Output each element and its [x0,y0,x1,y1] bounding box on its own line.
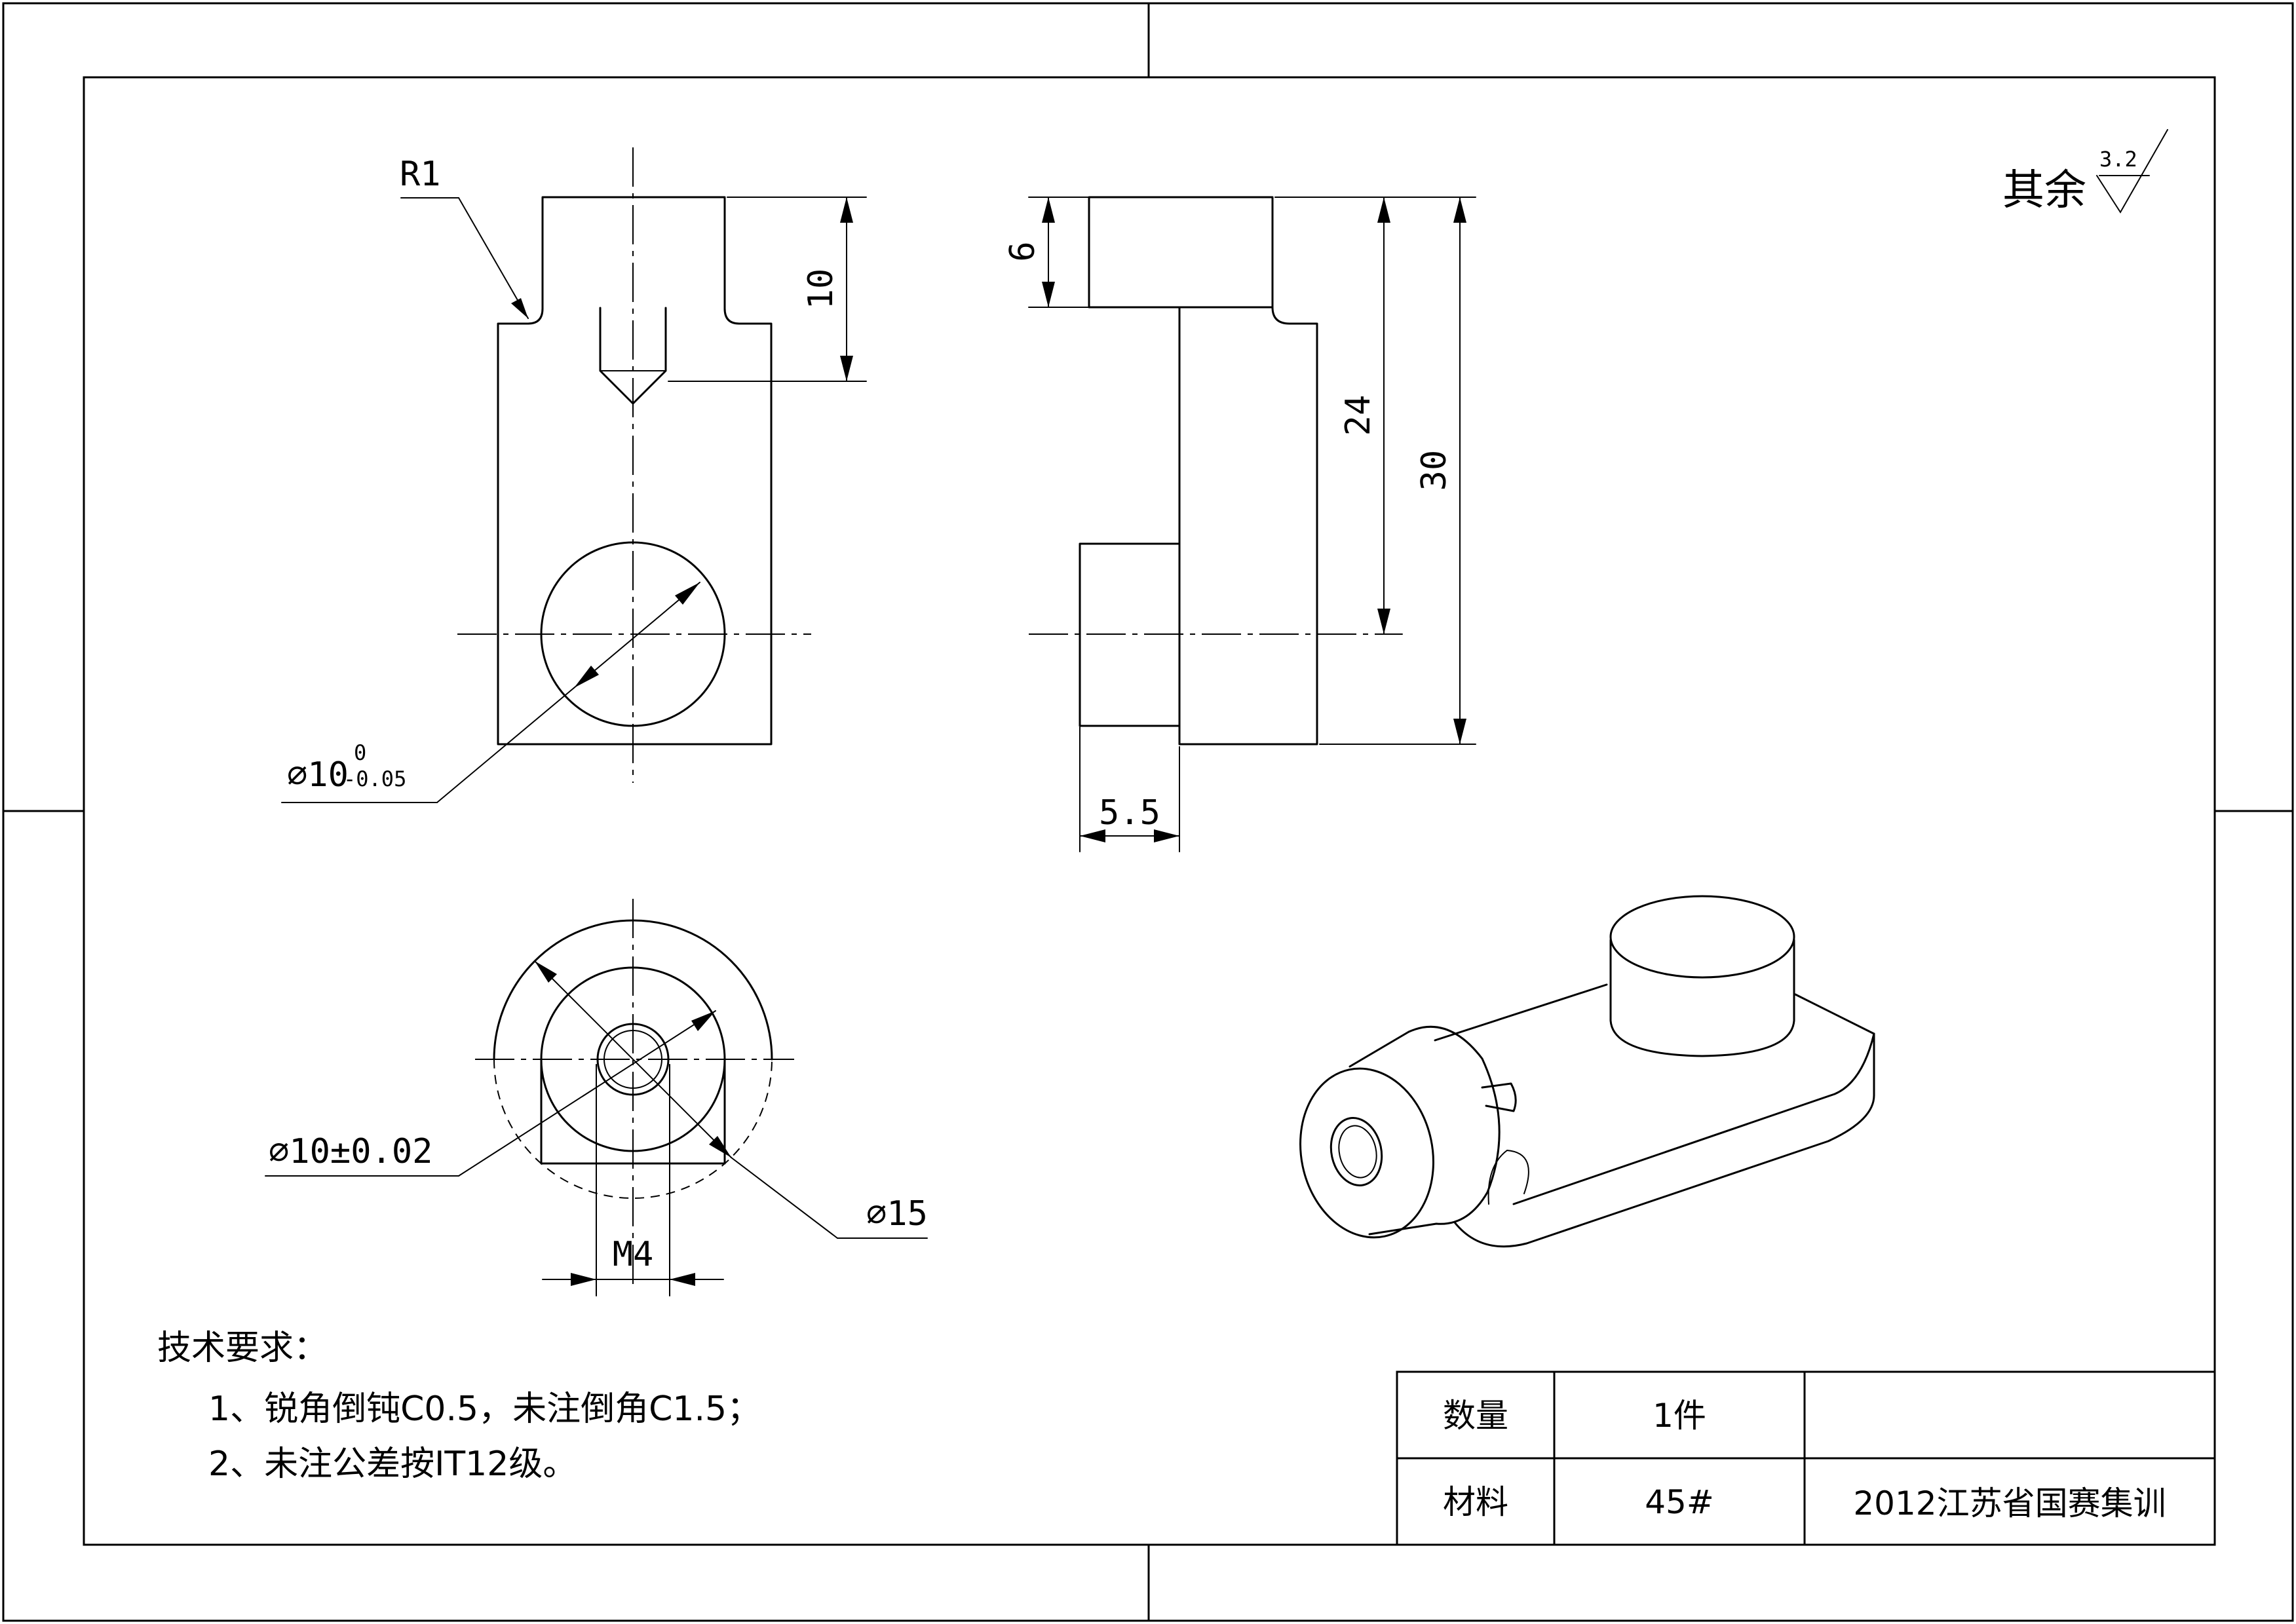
surface-finish-label: 其余 [2002,166,2086,215]
material-value: 45# [1645,1483,1714,1521]
top-view [265,899,928,1296]
dim-height-24: 24 [1339,395,1378,436]
side-view [1028,196,1476,852]
qty-label: 数量 [1443,1397,1508,1435]
front-view [281,147,867,803]
dim-outer-diameter: ⌀15 [866,1194,928,1234]
dim-bore-tol-upper: 0 [354,740,366,765]
tech-title: 技术要求： [157,1329,328,1368]
dim-bore-tol-lower: -0.05 [343,766,406,791]
material-label: 材料 [1443,1483,1508,1521]
surface-finish-value: 3.2 [2099,147,2137,172]
tech-requirements: 技术要求： 1、锐角倒钝C0.5，未注倒角C1.5； 2、未注公差按IT12级。 [157,1329,761,1484]
dim-thread: M4 [613,1235,654,1274]
surface-finish: 其余 3.2 [2002,129,2168,215]
dim-bore-diameter: ⌀10 [287,755,349,795]
qty-value: 1件 [1653,1397,1706,1435]
project-name: 2012江苏省国赛集训 [1853,1484,2166,1522]
dim-offset: 5.5 [1099,793,1160,833]
dim-flange-height: 6 [1003,241,1043,261]
isometric-view [1299,895,1875,1248]
tech-item-2: 2、未注公差按IT12级。 [208,1445,577,1484]
title-block: 数量 1件 材料 45# 2012江苏省国赛集训 [1396,1370,2216,1546]
dim-pin-diameter: ⌀10±0.02 [269,1132,432,1171]
dim-height-30: 30 [1415,450,1454,491]
tech-item-1: 1、锐角倒钝C0.5，未注倒角C1.5； [208,1389,761,1429]
dim-head-height: 10 [801,269,841,310]
dim-r1: R1 [400,155,441,194]
